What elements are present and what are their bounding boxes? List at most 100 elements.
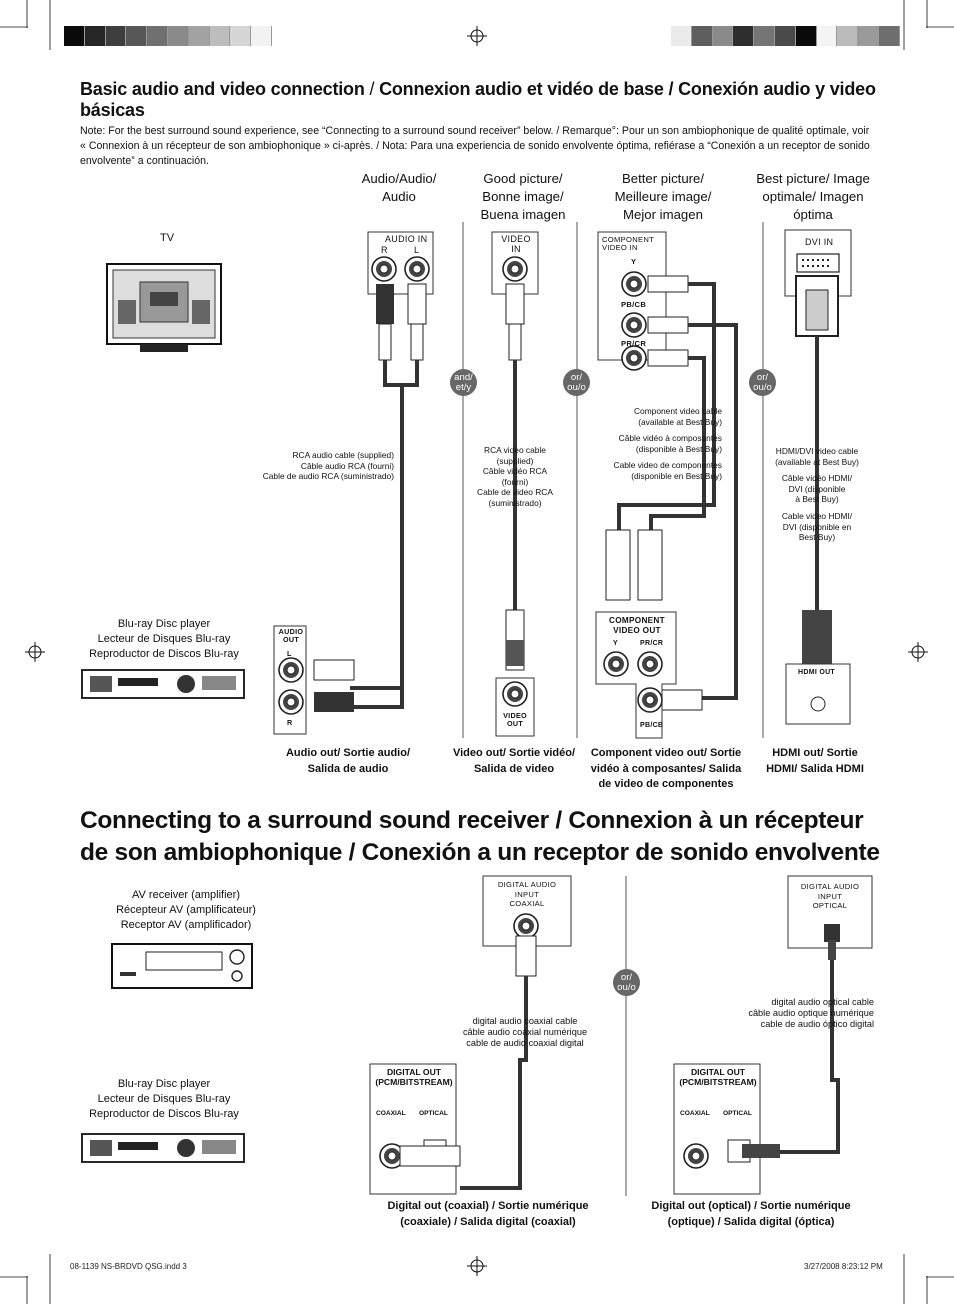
- color-swatch: [671, 26, 692, 46]
- player2-label-es: Reproductor de Discos Blu-ray: [89, 1108, 239, 1120]
- player2-label-fr: Lecteur de Disques Blu-ray: [97, 1093, 231, 1105]
- heading-better-picture: Better picture/ Meilleure image/ Mejor i…: [614, 171, 712, 222]
- player-hdmi-out-panel: [785, 663, 851, 725]
- video-cable: [505, 283, 525, 671]
- player-component-out-panel: [595, 611, 677, 739]
- coaxial-cable-line-2: câble audio coaxial numérique: [462, 1027, 588, 1037]
- section2-title: Connecting to a surround sound receiver …: [80, 807, 880, 866]
- footer-file: 08-1139 NS-BRDVD QSG.indd 3: [70, 1262, 187, 1271]
- hdmi-line-1: HDMI/DVI video cable: [775, 446, 859, 456]
- bluray-player-illustration: [81, 669, 245, 699]
- label-hdmi-out: HDMI out/ Sortie HDMI/ Salida HDMI: [766, 747, 864, 775]
- color-swatch: [230, 26, 252, 46]
- section1-title: Basic audio and video connection / Conne…: [80, 79, 880, 121]
- rca-video-cable-label: RCA video cable (supplied) Câble vidéo R…: [468, 445, 562, 509]
- badge-or-2: or/ ou/o: [749, 369, 776, 396]
- player-video-out-panel: [495, 677, 535, 737]
- player2-label-en: Blu-ray Disc player: [117, 1078, 211, 1090]
- color-swatch: [858, 26, 879, 46]
- optical-cable-label: digital audio optical cable câble audio …: [698, 997, 874, 1030]
- receiver-label-fr: Récepteur AV (amplificateur): [116, 904, 256, 916]
- hdmi-line-3: Câble vidéo HDMI/: [781, 473, 853, 484]
- badge-and: and/ et/y: [450, 369, 477, 396]
- optical-input-panel: [780, 875, 873, 1154]
- audio-out-l: L: [287, 649, 292, 658]
- hdmi-cable-label: HDMI/DVI video cable (available at Best …: [770, 446, 864, 543]
- optical-input-line-2: OPTICAL: [812, 901, 848, 910]
- tv-component-in-panel: [597, 231, 667, 371]
- color-swatch: [795, 26, 817, 46]
- player-audio-out-panel: [273, 625, 307, 735]
- label-digital-out-optical: Digital out (optical) / Sortie numérique…: [651, 1200, 851, 1228]
- coaxial-input-line-1: DIGITAL AUDIO INPUT: [497, 880, 557, 899]
- rca-audio-line-3: Cable de audio RCA (suministrado): [262, 471, 394, 482]
- player-label-en: Blu-ray Disc player: [117, 618, 211, 630]
- receiver-label: AV receiver (amplifier) Récepteur AV (am…: [98, 888, 274, 933]
- label-video-out: Video out/ Sortie vidéo/ Salida de video: [452, 747, 576, 775]
- digital-out-label-coax: DIGITAL OUT (PCM/BITSTREAM): [374, 1067, 454, 1087]
- coax-port-label-1: COAXIAL: [376, 1110, 406, 1117]
- digital-out-panel-coax: [369, 1063, 461, 1195]
- rca-audio-line-2: Câble audio RCA (fourni): [300, 460, 394, 471]
- tv-label: TV: [159, 232, 175, 244]
- coaxial-cable-label: digital audio coaxial cable câble audio …: [440, 1016, 610, 1049]
- component-line-6: (disponible en Best Buy): [631, 470, 722, 481]
- rca-audio-cable-label: RCA audio cable (supplied) Câble audio R…: [250, 450, 394, 482]
- hdmi-line-8: Best Buy): [798, 532, 836, 543]
- optical-port-label-1: OPTICAL: [419, 1110, 448, 1117]
- color-swatch: [84, 26, 106, 46]
- audio-in-l: L: [414, 245, 420, 255]
- color-swatch: [209, 26, 231, 46]
- component-in-label: COMPONENT VIDEO IN: [602, 235, 654, 252]
- footer-date: 3/27/2008 8:23:12 PM: [804, 1262, 883, 1271]
- digital-out-opt-line-2: (PCM/BITSTREAM): [679, 1077, 757, 1087]
- component-line-5: Cable video de componentes: [613, 460, 722, 471]
- video-out-label: VIDEO OUT: [503, 711, 527, 728]
- color-swatch: [251, 26, 272, 46]
- column-dividers: [462, 222, 764, 1196]
- color-swatch: [64, 26, 85, 46]
- label-digital-out-coaxial: Digital out (coaxial) / Sortie numérique…: [387, 1200, 589, 1228]
- bluray-player2-illustration: [81, 1133, 245, 1163]
- color-swatch: [105, 26, 127, 46]
- hdmi-line-2: (available at Best Buy): [775, 456, 859, 467]
- player-label: Blu-ray Disc player Lecteur de Disques B…: [80, 617, 248, 662]
- digital-out-label-optical: DIGITAL OUT (PCM/BITSTREAM): [678, 1067, 758, 1087]
- comp-out-y: Y: [613, 640, 618, 647]
- color-swatch: [691, 26, 713, 46]
- player-label-fr: Lecteur de Disques Blu-ray: [97, 633, 231, 645]
- color-swatch: [837, 26, 859, 46]
- coaxial-input-label: DIGITAL AUDIO INPUT COAXIAL: [486, 880, 568, 909]
- comp-out-pr: PR/CR: [640, 640, 664, 647]
- component-cable: [605, 275, 738, 711]
- hdmi-out-label: HDMI OUT: [798, 669, 836, 676]
- av-receiver-illustration: [111, 943, 253, 989]
- hdmi-line-7: DVI (disponible en: [782, 521, 852, 532]
- rca-video-line-6: (suministrado): [488, 497, 542, 508]
- coax-port-label-2: COAXIAL: [680, 1110, 710, 1117]
- rca-video-line-4: (fourni): [501, 476, 529, 487]
- component-line-2: (available at Best Buy): [638, 416, 722, 427]
- rca-video-line-1: RCA video cable: [484, 445, 546, 455]
- comp-in-y: Y: [631, 257, 637, 266]
- component-out-label: COMPONENT VIDEO OUT: [609, 616, 665, 635]
- rca-video-line-3: Câble vidéo RCA: [482, 466, 548, 477]
- video-in-label: VIDEO IN: [501, 234, 531, 254]
- label-component-out: Component video out/ Sortie vidéo à comp…: [590, 747, 742, 790]
- color-swatch: [774, 26, 796, 46]
- color-swatch: [754, 26, 775, 46]
- rca-video-line-5: Cable de video RCA: [477, 487, 553, 498]
- color-swatch: [878, 26, 900, 46]
- section1-title-sep: /: [364, 79, 380, 99]
- color-swatch: [147, 26, 168, 46]
- component-line-4: (disponible à Best Buy): [635, 443, 722, 454]
- receiver-label-en: AV receiver (amplifier): [132, 889, 240, 901]
- section1-note: Note: For the best surround sound experi…: [80, 125, 870, 167]
- section1-title-fr-es: Connexion audio et vidéo de base / Conex…: [80, 79, 876, 120]
- color-bar-left: [64, 26, 272, 46]
- coaxial-input-line-2: COAXIAL: [509, 899, 545, 908]
- dvi-in-label: DVI IN: [805, 237, 834, 247]
- registration-marks: [25, 26, 928, 1276]
